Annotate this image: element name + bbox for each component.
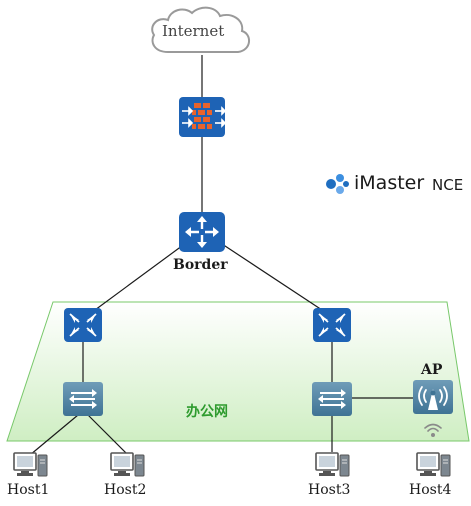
ap-label: AP — [421, 362, 443, 378]
access-switch-right[interactable] — [312, 382, 352, 416]
link-access-left-host2 — [87, 414, 129, 456]
computer-icon — [416, 452, 451, 477]
host4-node[interactable] — [416, 452, 452, 478]
firewall-node[interactable] — [179, 97, 227, 137]
internet-cloud: Internet — [146, 4, 256, 56]
host4-label: Host4 — [409, 482, 452, 498]
border-label: Border — [173, 257, 228, 273]
computer-icon — [315, 452, 350, 477]
host2-label: Host2 — [104, 482, 147, 498]
border-router-node[interactable] — [179, 212, 225, 252]
cloud-icon — [151, 6, 250, 53]
imaster-name: iMaster — [354, 172, 425, 194]
link-border-core-left — [94, 239, 191, 311]
access-switch-icon — [63, 382, 103, 416]
router-icon — [179, 212, 225, 252]
imaster-nce-logo: iMaster NCE — [322, 170, 471, 198]
access-switch-left[interactable] — [63, 382, 103, 416]
internet-label: Internet — [162, 22, 225, 40]
wifi-signal-icon — [424, 423, 442, 437]
host3-label: Host3 — [308, 482, 351, 498]
wireless-ap-icon — [413, 380, 453, 414]
core-switch-left[interactable] — [64, 308, 102, 342]
core-switch-right[interactable] — [313, 308, 351, 342]
wireless-ap-node[interactable] — [413, 380, 453, 414]
aggregation-switch-icon — [313, 308, 351, 342]
office-network-zone — [6, 301, 470, 442]
computer-icon — [110, 452, 145, 477]
imaster-logo-icon — [326, 174, 349, 194]
firewall-icon — [179, 97, 227, 137]
host2-node[interactable] — [110, 452, 146, 478]
host1-node[interactable] — [13, 452, 49, 478]
link-border-core-right — [215, 239, 323, 311]
host3-node[interactable] — [315, 452, 351, 478]
office-network-label: 办公网 — [186, 404, 228, 420]
access-switch-icon — [312, 382, 352, 416]
link-access-left-host1 — [29, 414, 79, 456]
computer-icon — [13, 452, 48, 477]
nce-suffix: NCE — [432, 176, 464, 194]
aggregation-switch-icon — [64, 308, 102, 342]
host1-label: Host1 — [7, 482, 50, 498]
